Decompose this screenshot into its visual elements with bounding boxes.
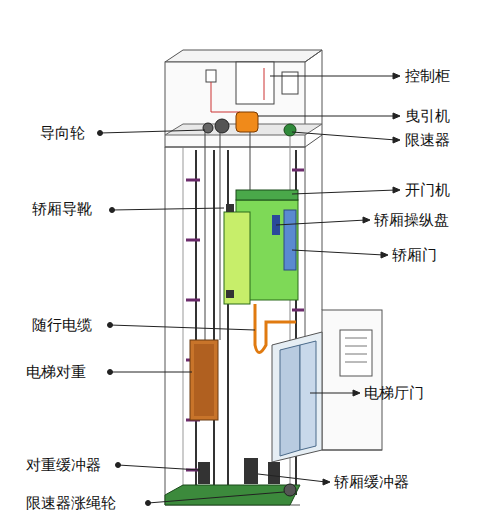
- traction-motor: [236, 112, 258, 132]
- rail-brackets: [186, 170, 304, 470]
- part-label: 限速器涨绳轮: [26, 494, 116, 512]
- governor: [284, 124, 296, 136]
- machine-room-edge: [305, 135, 322, 147]
- car-front: [224, 212, 250, 304]
- car-door: [284, 210, 296, 270]
- part-label: 电梯厅门: [364, 384, 424, 402]
- call-panel-lines: [345, 338, 367, 362]
- switch-box: [206, 70, 216, 82]
- switch-box: [282, 72, 298, 94]
- part-label: 随行电缆: [32, 316, 92, 334]
- car-rail: [227, 150, 229, 495]
- counterweight-buffer: [198, 462, 210, 484]
- shaft-top: [165, 147, 305, 148]
- wire: [211, 112, 240, 113]
- part-label: 轿厢缓冲器: [334, 473, 409, 491]
- shaft-wall: [183, 147, 184, 495]
- part-label: 曳引机: [405, 107, 450, 125]
- counterweight: [190, 340, 218, 420]
- landing-floor: [322, 450, 382, 451]
- control-cabinet: [236, 62, 274, 104]
- part-label: 开门机: [405, 181, 450, 199]
- car-buffer: [268, 462, 280, 484]
- wire: [211, 82, 212, 112]
- part-label: 电梯对重: [26, 363, 86, 381]
- part-label: 轿厢门: [392, 246, 437, 264]
- machine-room-edge: [305, 50, 322, 62]
- counterweight-rail: [213, 150, 215, 495]
- guide-shoe: [226, 204, 234, 212]
- call-panel: [340, 330, 372, 376]
- hall-door-leaf: [300, 341, 316, 450]
- deflector-sheave: [203, 123, 213, 133]
- door-operator: [236, 190, 298, 200]
- hoist-rope: [220, 132, 221, 340]
- leader-lines: [98, 73, 401, 506]
- machine-room-top: [165, 50, 322, 62]
- machine-room-edge: [322, 50, 323, 135]
- part-label: 控制柜: [405, 67, 450, 85]
- part-label: 轿厢导靴: [32, 200, 92, 218]
- pit-floor: [165, 485, 300, 505]
- part-label: 对重缓冲器: [26, 456, 101, 474]
- guide-shoe: [226, 290, 234, 298]
- traction-sheave: [215, 119, 229, 133]
- cabinet-detail: [264, 68, 265, 100]
- tension-sheave: [284, 484, 296, 496]
- counterweight-blocks: [194, 344, 214, 416]
- part-label: 限速器: [405, 131, 450, 149]
- part-label: 轿厢操纵盘: [374, 211, 449, 229]
- shaft-wall: [305, 147, 306, 340]
- car-buffer: [244, 458, 258, 484]
- hoist-rope: [205, 132, 206, 340]
- part-label: 导向轮: [40, 124, 85, 142]
- hall-door-frame: [272, 332, 322, 462]
- shaft-wall: [165, 147, 166, 505]
- hall-door-leaf: [280, 345, 300, 456]
- landing-wall: [322, 310, 382, 450]
- counterweight-rail: [195, 150, 197, 495]
